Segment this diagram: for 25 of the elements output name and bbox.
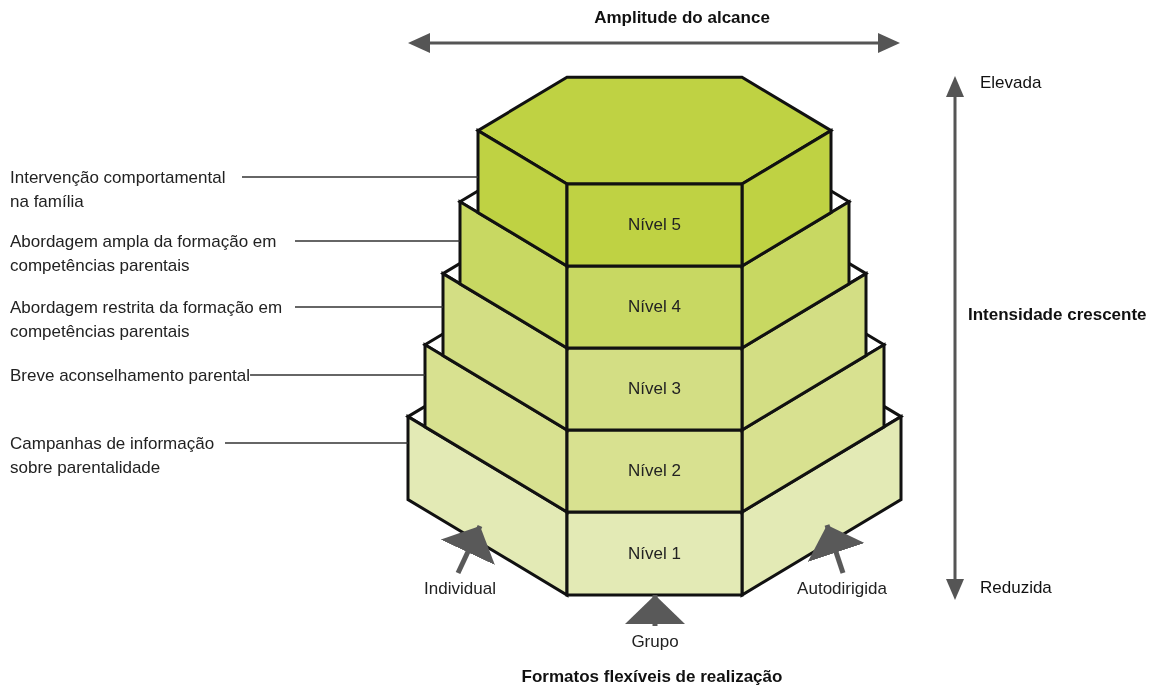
arrow [807, 524, 865, 574]
leader-line [241, 176, 479, 178]
level-face: Nível 1 [567, 512, 742, 595]
option-label: Abordagem ampla da formação em competências parentais [10, 230, 295, 278]
option-label: Autodirigida [797, 577, 887, 601]
option-label: Abordagem restrita da formação em competências parentais [10, 296, 295, 344]
scale-label: Elevada [980, 72, 1042, 94]
leader-line [294, 240, 461, 242]
option-label: Individual [424, 577, 496, 601]
axis-title: Formatos flexíveis de realização [520, 666, 784, 688]
leader-line [249, 374, 426, 376]
arrow [625, 595, 685, 626]
level-face: Nível 2 [567, 430, 742, 512]
arrow [440, 524, 495, 575]
option-label: Intervenção comportamental na família [10, 166, 242, 214]
scale-label: Reduzida [980, 577, 1052, 599]
level-face: Nível 4 [567, 266, 742, 348]
level-face: Nível 3 [567, 348, 742, 430]
option-label: Breve aconselhamento parental [10, 364, 251, 388]
axis-title: Intensidade crescente [968, 304, 1147, 326]
option-label: Grupo [631, 630, 679, 654]
axis-title: Amplitude do alcance [593, 7, 771, 29]
leader-line [224, 442, 409, 444]
leader-line [294, 306, 444, 308]
option-label: Campanhas de informação sobre parentalidade [10, 432, 225, 480]
